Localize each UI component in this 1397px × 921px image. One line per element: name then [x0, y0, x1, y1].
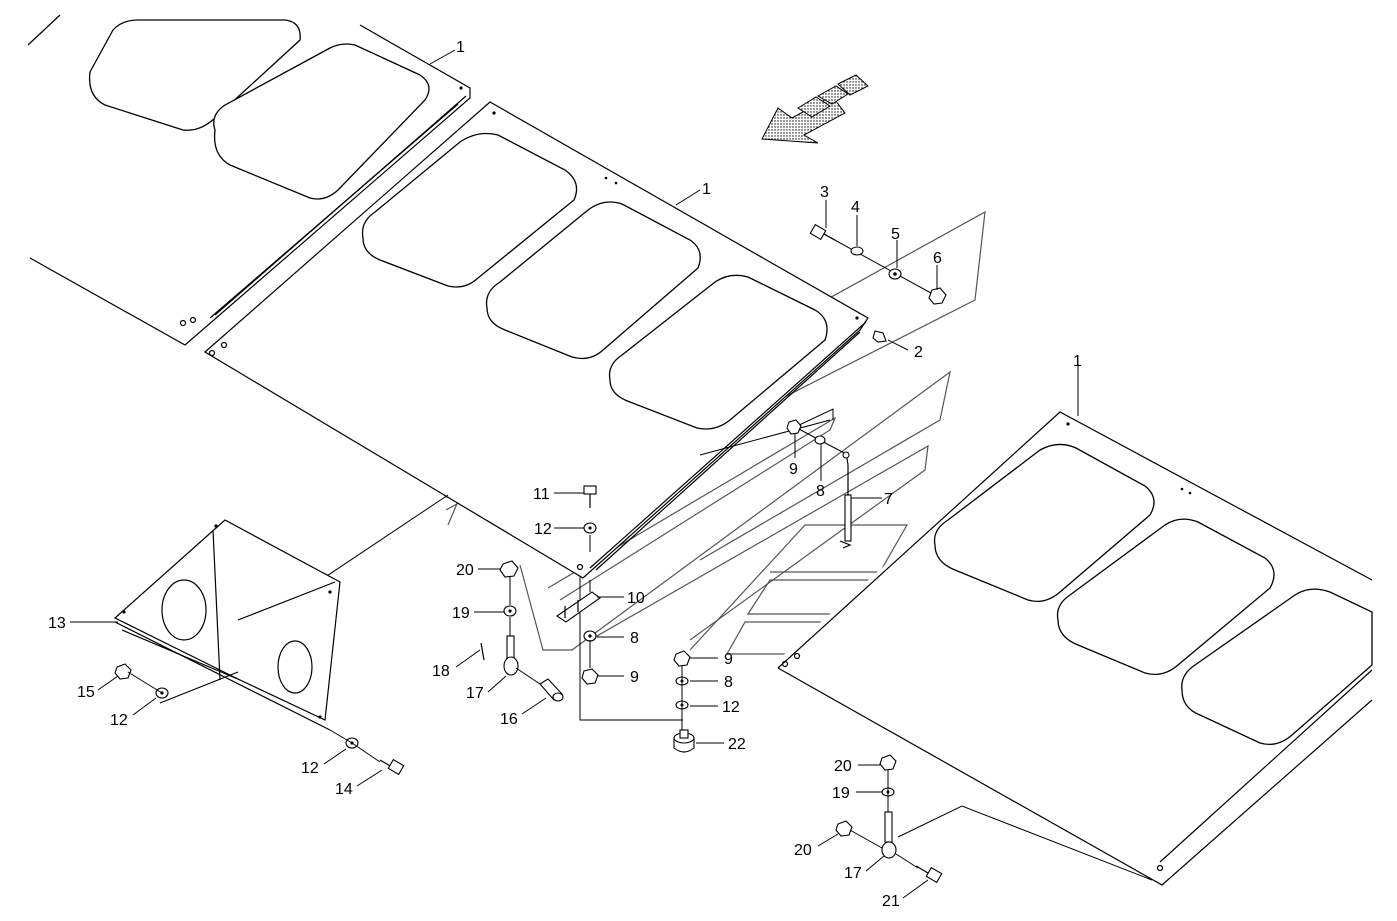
panel-top-left: [27, 10, 471, 346]
label-washer-12-center: 12: [534, 521, 552, 538]
label-guard-13: 13: [48, 615, 66, 632]
nut-20-right-top: [879, 754, 897, 771]
bolt-14: [379, 758, 405, 776]
label-nut-20-right-top: 20: [834, 758, 852, 775]
panel-right: [777, 410, 1373, 886]
label-washer-12-left: 12: [110, 712, 128, 729]
label-buffer-22: 22: [728, 736, 746, 753]
label-nut-9-right: 9: [724, 651, 733, 668]
label-bracket-10: 10: [627, 590, 645, 607]
label-eye-bolt-17-right: 17: [844, 865, 862, 882]
label-panel-center: 1: [702, 181, 711, 198]
label-washer-8-upper: 8: [816, 483, 825, 500]
label-nut-20-left: 20: [456, 562, 474, 579]
label-eye-bolt-17-left: 17: [466, 685, 484, 702]
direction-arrow-icon: [761, 74, 869, 144]
label-washer-8-mid: 8: [630, 630, 639, 647]
label-bolt-21: 21: [882, 893, 900, 910]
panel-center: [203, 101, 869, 579]
label-washer-8-right: 8: [724, 674, 733, 691]
washer-8-upper: [814, 435, 826, 445]
label-washer-12-bottom: 12: [301, 760, 319, 777]
eye-bolt-17-left: [503, 617, 519, 676]
buffer-22: [673, 729, 695, 753]
label-bolt-11: 11: [533, 486, 550, 503]
label-panel-right: 1: [1073, 353, 1082, 370]
bolt-21: [895, 853, 943, 884]
label-washer-19-left: 19: [452, 605, 470, 622]
label-pin-16: 16: [500, 711, 518, 728]
nut-20-left: [499, 560, 519, 578]
label-panel-top-left: 1: [456, 39, 465, 56]
label-washer-19-right: 19: [832, 785, 850, 802]
nut-6: [928, 287, 947, 305]
nut-15: [114, 663, 132, 680]
label-bolt-3: 3: [820, 184, 829, 201]
label-bolt-14: 14: [335, 781, 353, 798]
label-clip-2: 2: [914, 344, 923, 361]
bolt-11: [583, 485, 597, 508]
bolt-3: [809, 223, 836, 241]
callout-leaders: [70, 49, 1079, 899]
nut-20-right-bottom: [835, 820, 853, 837]
label-nut-6: 6: [933, 250, 942, 267]
label-nut-9-upper: 9: [789, 461, 798, 478]
label-washer-4: 4: [851, 199, 860, 216]
nut-9-upper: [786, 419, 802, 435]
pin-18: [480, 642, 485, 661]
nut-9-mid: [581, 668, 599, 685]
guard-13: [113, 519, 341, 731]
label-washer-5: 5: [891, 226, 900, 243]
pin-16: [515, 667, 564, 702]
bracket-10: [556, 580, 601, 623]
gas-spring-7: [839, 451, 852, 549]
callout-labels: 1 1 1 3 4 5 6 2 9 8 7 11 12 20 19 10 8 9…: [48, 39, 1082, 910]
label-nut-9-mid: 9: [630, 669, 639, 686]
label-nut-15: 15: [77, 684, 95, 701]
label-nut-20-right-bottom: 20: [794, 842, 812, 859]
clip-2: [872, 330, 887, 343]
eye-bolt-17-right: [849, 811, 897, 859]
label-pin-18: 18: [432, 663, 450, 680]
nut-9-right: [673, 650, 691, 667]
label-washer-12-right: 12: [722, 699, 740, 716]
washer-4: [850, 246, 864, 256]
label-gas-spring-7: 7: [884, 491, 893, 508]
